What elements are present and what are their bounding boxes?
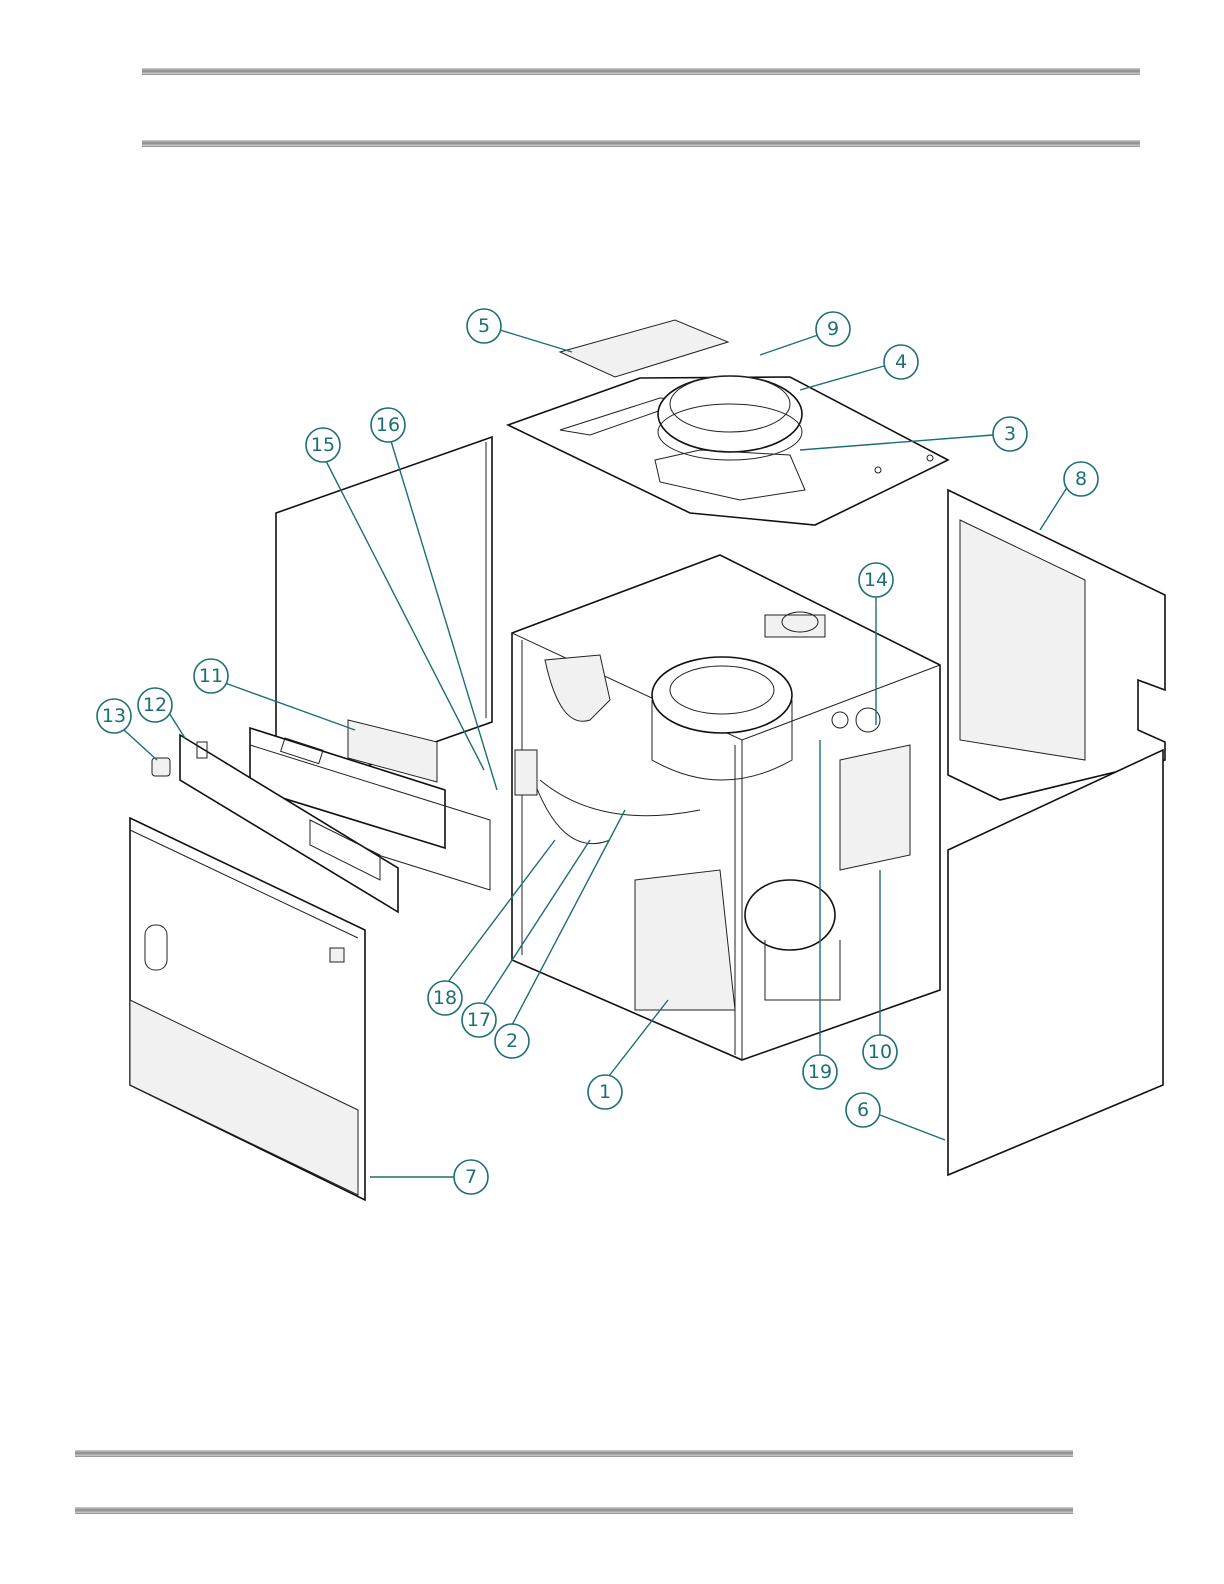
- rear-louver-panel: [948, 490, 1165, 800]
- callout-17: 17: [462, 1003, 496, 1037]
- callout-label: 5: [478, 315, 490, 337]
- callout-11: 11: [194, 659, 228, 693]
- callout-7: 7: [454, 1160, 488, 1194]
- top-cover-panel: [508, 320, 948, 525]
- callout-5: 5: [467, 309, 501, 343]
- callout-label: 7: [465, 1166, 477, 1188]
- callout-label: 3: [1004, 423, 1016, 445]
- callout-label: 11: [199, 665, 223, 687]
- callout-13: 13: [97, 699, 131, 733]
- front-door-panel: [130, 818, 365, 1200]
- callout-14: 14: [859, 563, 893, 597]
- callout-label: 16: [376, 414, 400, 436]
- callout-12: 12: [138, 688, 172, 722]
- callout-9: 9: [816, 312, 850, 346]
- callout-label: 15: [311, 434, 335, 456]
- callout-label: 6: [857, 1099, 869, 1121]
- callout-label: 19: [808, 1061, 832, 1083]
- callout-18: 18: [428, 981, 462, 1015]
- callout-label: 1: [599, 1081, 611, 1103]
- callout-19: 19: [803, 1055, 837, 1089]
- callout-label: 10: [868, 1041, 892, 1063]
- callout-8: 8: [1064, 462, 1098, 496]
- callout-label: 2: [506, 1030, 518, 1052]
- callout-label: 17: [467, 1009, 491, 1031]
- callout-4: 4: [884, 345, 918, 379]
- callout-label: 12: [143, 694, 167, 716]
- callout-label: 18: [433, 987, 457, 1009]
- callout-15: 15: [306, 428, 340, 462]
- callout-label: 9: [827, 318, 839, 340]
- callout-label: 14: [864, 569, 888, 591]
- callout-label: 8: [1075, 468, 1087, 490]
- callout-2: 2: [495, 1024, 529, 1058]
- callout-6: 6: [846, 1093, 880, 1127]
- callout-label: 13: [102, 705, 126, 727]
- callout-16: 16: [371, 408, 405, 442]
- callout-3: 3: [993, 417, 1027, 451]
- callout-1: 1: [588, 1075, 622, 1109]
- callout-10: 10: [863, 1035, 897, 1069]
- callout-label: 4: [895, 351, 907, 373]
- rocker-switch: [152, 758, 170, 776]
- right-side-panel: [948, 750, 1163, 1175]
